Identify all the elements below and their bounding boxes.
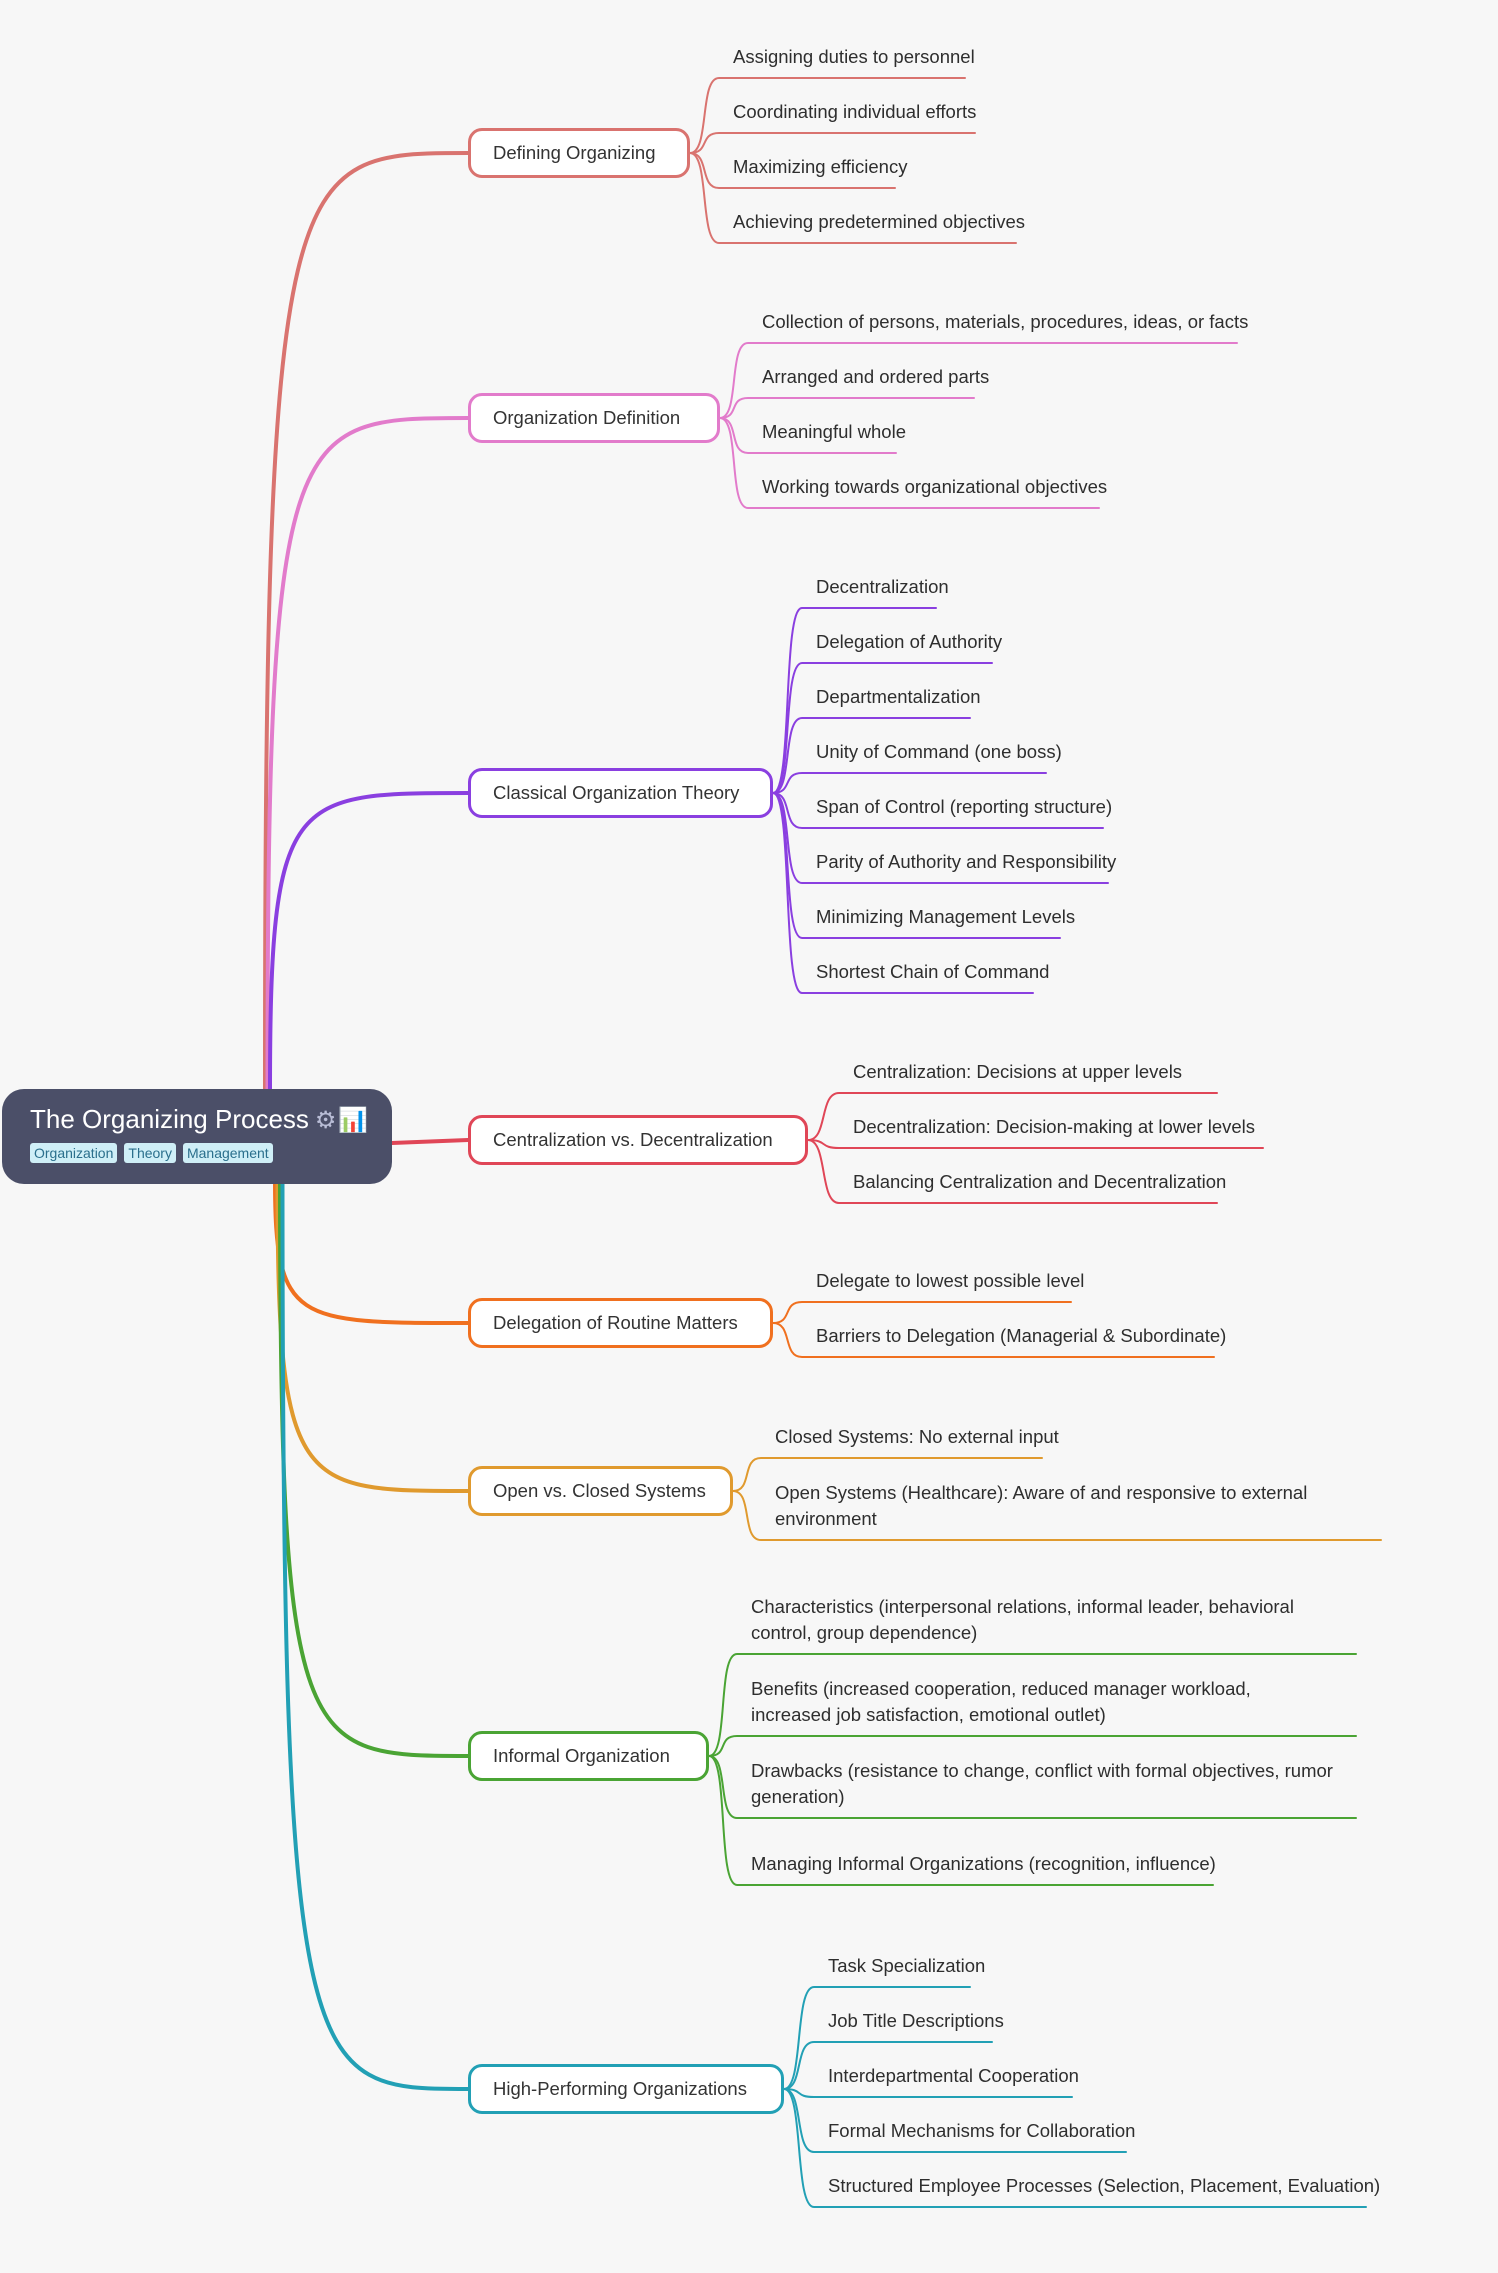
leaf-coordinating-individual-efforts[interactable]: Coordinating individual efforts [733,101,977,122]
leaf-link [807,1139,1264,1149]
branch-defining-organizing[interactable]: Defining Organizing [468,128,690,178]
branch-label: Centralization vs. Decentralization [493,1129,773,1150]
tag-theory[interactable]: Theory [124,1143,176,1163]
leaf-link [719,397,975,419]
leaf-link [807,1139,1218,1204]
leaf-balancing-centralization-and-decentraliz[interactable]: Balancing Centralization and Decentraliz… [853,1171,1227,1192]
leaf-departmentalization[interactable]: Departmentalization [816,686,981,707]
root-link-classical-organization-theory [268,791,470,1094]
leaf-link [772,772,1047,794]
branch-label: Organization Definition [493,407,681,428]
branch-label: High-Performing Organizations [493,2078,747,2099]
branch-label: Delegation of Routine Matters [493,1312,738,1333]
leaf-delegate-to-lowest-possible-level[interactable]: Delegate to lowest possible level [816,1270,1085,1291]
leaf-link [783,2088,1073,2098]
leaf-parity-of-authority-and-responsibility[interactable]: Parity of Authority and Responsibility [816,851,1117,872]
leaf-collection-of-persons-materials-procedur[interactable]: Collection of persons, materials, proced… [762,311,1249,332]
leaf-link [772,792,1104,829]
leaf-link [772,1301,1072,1324]
leaf-link [708,1653,1357,1757]
leaf-delegation-of-authority[interactable]: Delegation of Authority [816,631,1003,652]
leaf-link [689,152,896,189]
leaf-managing-informal-organizations-recognit[interactable]: Managing Informal Organizations (recogni… [751,1853,1216,1874]
leaf-link [783,2041,993,2090]
leaf-job-title-descriptions[interactable]: Job Title Descriptions [828,2010,1004,2031]
leaf-link [772,717,971,794]
leaf-link [689,132,976,154]
leaf-link [772,1322,1215,1358]
branch-label: Informal Organization [493,1745,670,1766]
branch-organization-definition[interactable]: Organization Definition [468,393,720,443]
leaf-link [807,1092,1218,1141]
tag-management[interactable]: Management [182,1143,273,1163]
leaf-closed-systems-no-external-input[interactable]: Closed Systems: No external input [775,1426,1059,1447]
leaf-link [732,1490,1382,1541]
branch-label: Classical Organization Theory [493,782,740,803]
branch-label: Defining Organizing [493,142,656,163]
leaf-drawbacks-resistance-to-change-conflict-[interactable]: Drawbacks (resistance to change, conflic… [751,1760,1333,1807]
root-link-defining-organizing [263,151,470,1094]
leaf-barriers-to-delegation-managerial-subord[interactable]: Barriers to Delegation (Managerial & Sub… [816,1325,1227,1346]
root-link-centralization-vs-decentralization [390,1138,470,1145]
leaf-link [772,792,1034,994]
leaf-link [719,417,1100,509]
leaf-assigning-duties-to-personnel[interactable]: Assigning duties to personnel [733,46,975,67]
tag-organization[interactable]: Organization [30,1143,118,1163]
gear-icon: ⚙ [314,1107,337,1134]
leaf-link [689,77,966,154]
branch-label: Open vs. Closed Systems [493,1480,706,1501]
branch-delegation-of-routine-matters[interactable]: Delegation of Routine Matters [468,1298,773,1348]
branch-informal-organization[interactable]: Informal Organization [468,1731,709,1781]
leaf-link [708,1735,1357,1757]
leaf-span-of-control-reporting-structure[interactable]: Span of Control (reporting structure) [816,796,1113,817]
root-link-delegation-of-routine-matters [273,1178,470,1325]
branch-centralization-vs-decentralization[interactable]: Centralization vs. Decentralization [468,1115,808,1165]
leaf-meaningful-whole[interactable]: Meaningful whole [762,421,906,442]
leaf-link [719,342,1238,419]
leaf-centralization-decisions-at-upper-levels[interactable]: Centralization: Decisions at upper level… [853,1061,1183,1082]
root-link-high-performing-organizations [280,1178,470,2091]
leaf-open-systems-healthcare-aware-of-and-res[interactable]: Open Systems (Healthcare): Aware of and … [775,1482,1308,1529]
leaf-arranged-and-ordered-parts[interactable]: Arranged and ordered parts [762,366,990,387]
root-link-organization-definition [265,416,470,1094]
leaf-interdepartmental-cooperation[interactable]: Interdepartmental Cooperation [828,2065,1079,2086]
branch-classical-organization-theory[interactable]: Classical Organization Theory [468,768,773,818]
leaf-achieving-predetermined-objectives[interactable]: Achieving predetermined objectives [733,211,1026,232]
leaf-minimizing-management-levels[interactable]: Minimizing Management Levels [816,906,1076,927]
leaf-decentralization-decision-making-at-lowe[interactable]: Decentralization: Decision-making at low… [853,1116,1256,1137]
leaf-link [732,1457,1043,1492]
leaf-link [783,2088,1127,2153]
leaf-link [708,1755,1214,1886]
leaf-link [708,1755,1357,1819]
leaf-link [689,152,1017,244]
leaf-formal-mechanisms-for-collaboration[interactable]: Formal Mechanisms for Collaboration [828,2120,1136,2141]
tag-list: Organization Theory Management [30,1143,392,1163]
leaf-maximizing-efficiency[interactable]: Maximizing efficiency [733,156,908,177]
leaf-shortest-chain-of-command[interactable]: Shortest Chain of Command [816,961,1050,982]
leaf-benefits-increased-cooperation-reduced-m[interactable]: Benefits (increased cooperation, reduced… [751,1678,1251,1725]
leaf-unity-of-command-one-boss[interactable]: Unity of Command (one boss) [816,741,1062,762]
leaf-structured-employee-processes-selection-[interactable]: Structured Employee Processes (Selection… [828,2175,1381,2196]
leaf-working-towards-organizational-objective[interactable]: Working towards organizational objective… [762,476,1108,497]
root-title: The Organizing Process [30,1104,309,1134]
leaf-link [772,607,937,794]
leaf-characteristics-interpersonal-relations-[interactable]: Characteristics (interpersonal relations… [751,1596,1294,1643]
leaf-decentralization[interactable]: Decentralization [816,576,949,597]
root-link-open-vs-closed-systems [275,1178,470,1493]
leaf-link [783,1986,971,2090]
leaf-link [719,417,897,454]
branch-open-vs-closed-systems[interactable]: Open vs. Closed Systems [468,1466,733,1516]
root-node[interactable]: The Organizing Process⚙📊 Organization Th… [2,1089,392,1184]
leaf-task-specialization[interactable]: Task Specialization [828,1955,986,1976]
root-link-informal-organization [278,1178,470,1758]
leaf-link [772,662,993,794]
branch-high-performing-organizations[interactable]: High-Performing Organizations [468,2064,784,2114]
leaf-link [783,2088,1367,2208]
bar-chart-icon: 📊 [338,1107,369,1134]
